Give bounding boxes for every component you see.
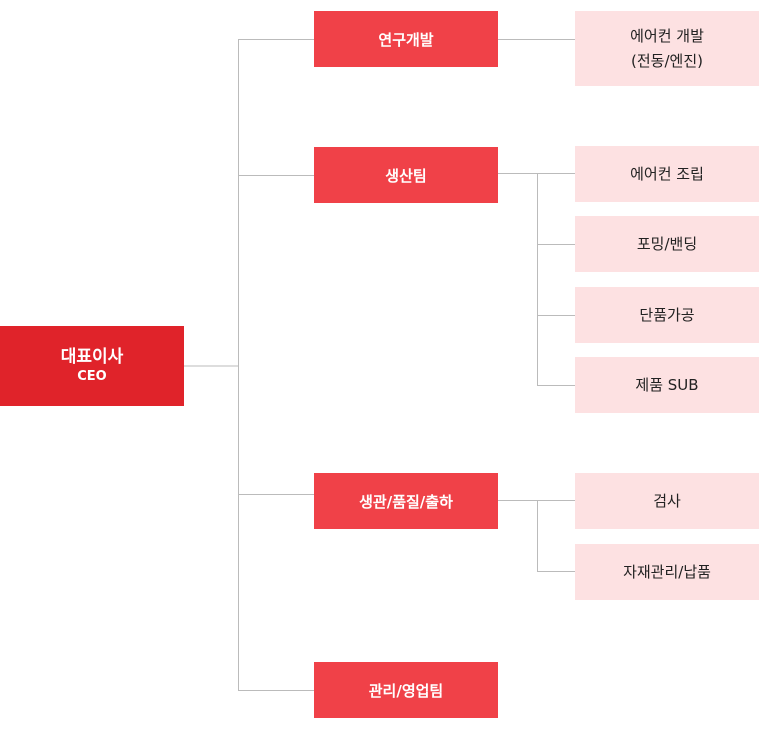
team-label: 자재관리/납품: [623, 562, 711, 581]
team-label: 제품 SUB: [635, 375, 699, 394]
ceo-subtitle: CEO: [77, 369, 107, 384]
dept-label: 생관/품질/출하: [359, 492, 453, 511]
team-part-machining: 단품가공: [575, 287, 759, 343]
team-forming-bending: 포밍/밴딩: [575, 216, 759, 272]
team-inspection: 검사: [575, 473, 759, 529]
ceo-title: 대표이사: [60, 347, 124, 367]
team-label: 포밍/밴딩: [636, 234, 698, 253]
dept-production: 생산팀: [314, 147, 498, 203]
dept-label: 생산팀: [385, 166, 427, 185]
team-aircon-assembly: 에어컨 조립: [575, 146, 759, 202]
team-label: 단품가공: [639, 305, 695, 324]
team-label: 에어컨 조립: [630, 164, 704, 183]
ceo-box: 대표이사 CEO: [0, 326, 184, 406]
team-aircon-development: 에어컨 개발 (전동/엔진): [575, 11, 759, 86]
dept-rnd: 연구개발: [314, 11, 498, 67]
team-product-sub: 제품 SUB: [575, 357, 759, 413]
dept-quality-shipping: 생관/품질/출하: [314, 473, 498, 529]
team-label-detail: (전동/엔진): [631, 51, 703, 70]
team-label: 검사: [653, 491, 681, 510]
team-label: 에어컨 개발: [630, 26, 704, 45]
dept-admin-sales: 관리/영업팀: [314, 662, 498, 718]
dept-label: 연구개발: [378, 30, 434, 49]
dept-label: 관리/영업팀: [368, 681, 444, 700]
team-materials-delivery: 자재관리/납품: [575, 544, 759, 600]
